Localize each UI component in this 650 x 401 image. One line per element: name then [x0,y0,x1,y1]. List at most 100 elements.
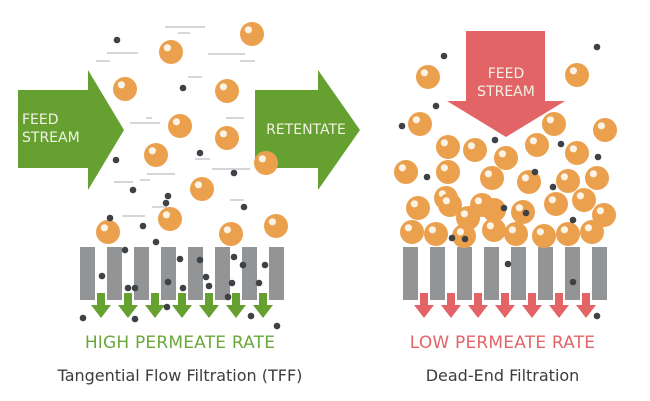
small-particle-icon [131,284,139,292]
particle-highlight [162,211,170,219]
membrane-bar [215,247,230,300]
small-particle-icon [196,149,204,157]
small-particle-icon [240,203,248,211]
small-particle-icon [163,303,171,311]
small-particle-icon [121,246,129,254]
large-particle-icon [494,146,518,170]
particle-highlight [560,226,569,234]
feed-label-line1: FEED [487,66,525,82]
large-particle-icon [190,177,214,201]
retentate-label: RETENTATE [258,121,354,139]
small-particle-icon [228,279,236,287]
particle-highlight [569,67,578,75]
particle-highlight [498,150,506,158]
large-particle-icon [424,222,448,246]
permeate-arrow-icon [226,293,246,318]
small-particle-icon [504,260,512,268]
large-particle-icon [400,220,424,244]
feed-stream-label-right: FEED STREAM [470,65,542,101]
membrane-bar [80,247,95,300]
feed-stream-arrow-left [18,70,124,190]
particle-highlight [194,181,202,189]
small-particle-icon [113,36,121,44]
permeate-arrow-icon [495,293,515,318]
particle-highlight [163,44,171,52]
membrane-bar [538,247,553,300]
particle-highlight [569,145,578,153]
large-particle-icon [416,65,440,89]
retentate-text: RETENTATE [266,122,346,138]
particle-highlight [244,26,252,34]
particle-highlight [521,174,530,182]
permeate-arrow-icon [91,293,111,318]
particle-highlight [508,226,516,234]
low-permeate-rate-label: LOW PERMEATE RATE [409,333,596,353]
membrane-bar [511,247,526,300]
large-particle-icon [394,160,418,184]
small-particle-icon [549,183,557,191]
small-particle-icon [129,186,137,194]
membrane-bar [242,247,257,300]
large-particle-icon [438,193,462,217]
particle-highlight [546,116,555,124]
large-particle-icon [254,151,278,175]
small-particle-icon [205,282,213,290]
small-particle-icon [569,216,577,224]
small-particle-icon [255,279,263,287]
large-particle-icon [215,79,239,103]
particle-highlight [223,226,231,234]
particle-highlight [474,197,482,205]
particle-highlight [117,81,125,89]
particle-highlight [219,83,227,91]
membrane-bar [457,247,472,300]
small-particle-icon [230,253,238,261]
small-particle-icon [224,293,232,301]
small-particle-icon [247,312,255,320]
feed-stream-label-left: FEED STREAM [22,111,86,147]
permeate-arrow-icon [441,293,461,318]
membrane-left [80,247,284,300]
small-particle-icon [230,169,238,177]
large-particle-icon [219,222,243,246]
large-particle-icon [593,118,617,142]
permeate-arrow-icon [549,293,569,318]
large-particle-icon [436,160,460,184]
membrane-right [403,247,607,300]
large-particle-icon [168,114,192,138]
particle-highlight [100,224,108,232]
retained-particles-left [96,22,288,246]
particle-highlight [560,173,569,181]
particle-highlight [172,118,180,126]
membrane-bar [269,247,284,300]
large-particle-icon [113,77,137,101]
small-particle-icon [491,136,499,144]
small-particle-icon [202,273,210,281]
large-particle-icon [565,63,589,87]
particle-highlight [467,142,475,150]
small-particle-icon [557,140,565,148]
large-particle-icon [470,193,494,217]
small-particle-icon [440,52,448,60]
large-particle-icon [436,135,460,159]
large-particle-icon [556,169,580,193]
small-particle-icon [239,261,247,269]
large-particle-icon [215,126,239,150]
small-particle-icon [261,261,269,269]
small-particle-icon [179,84,187,92]
particle-highlight [148,147,156,155]
large-particle-icon [240,22,264,46]
small-particle-icon [164,278,172,286]
small-particle-icon [522,209,530,217]
membrane-bar [188,247,203,300]
small-particle-icon [179,284,187,292]
permeate-particles [79,36,602,330]
permeate-arrows-left [91,293,273,318]
feed-label-line2: STREAM [22,130,80,146]
small-particle-icon [531,168,539,176]
particle-highlight [219,130,227,138]
small-particle-icon [152,238,160,246]
large-particle-icon [158,207,182,231]
large-particle-icon [264,214,288,238]
large-particle-icon [565,141,589,165]
